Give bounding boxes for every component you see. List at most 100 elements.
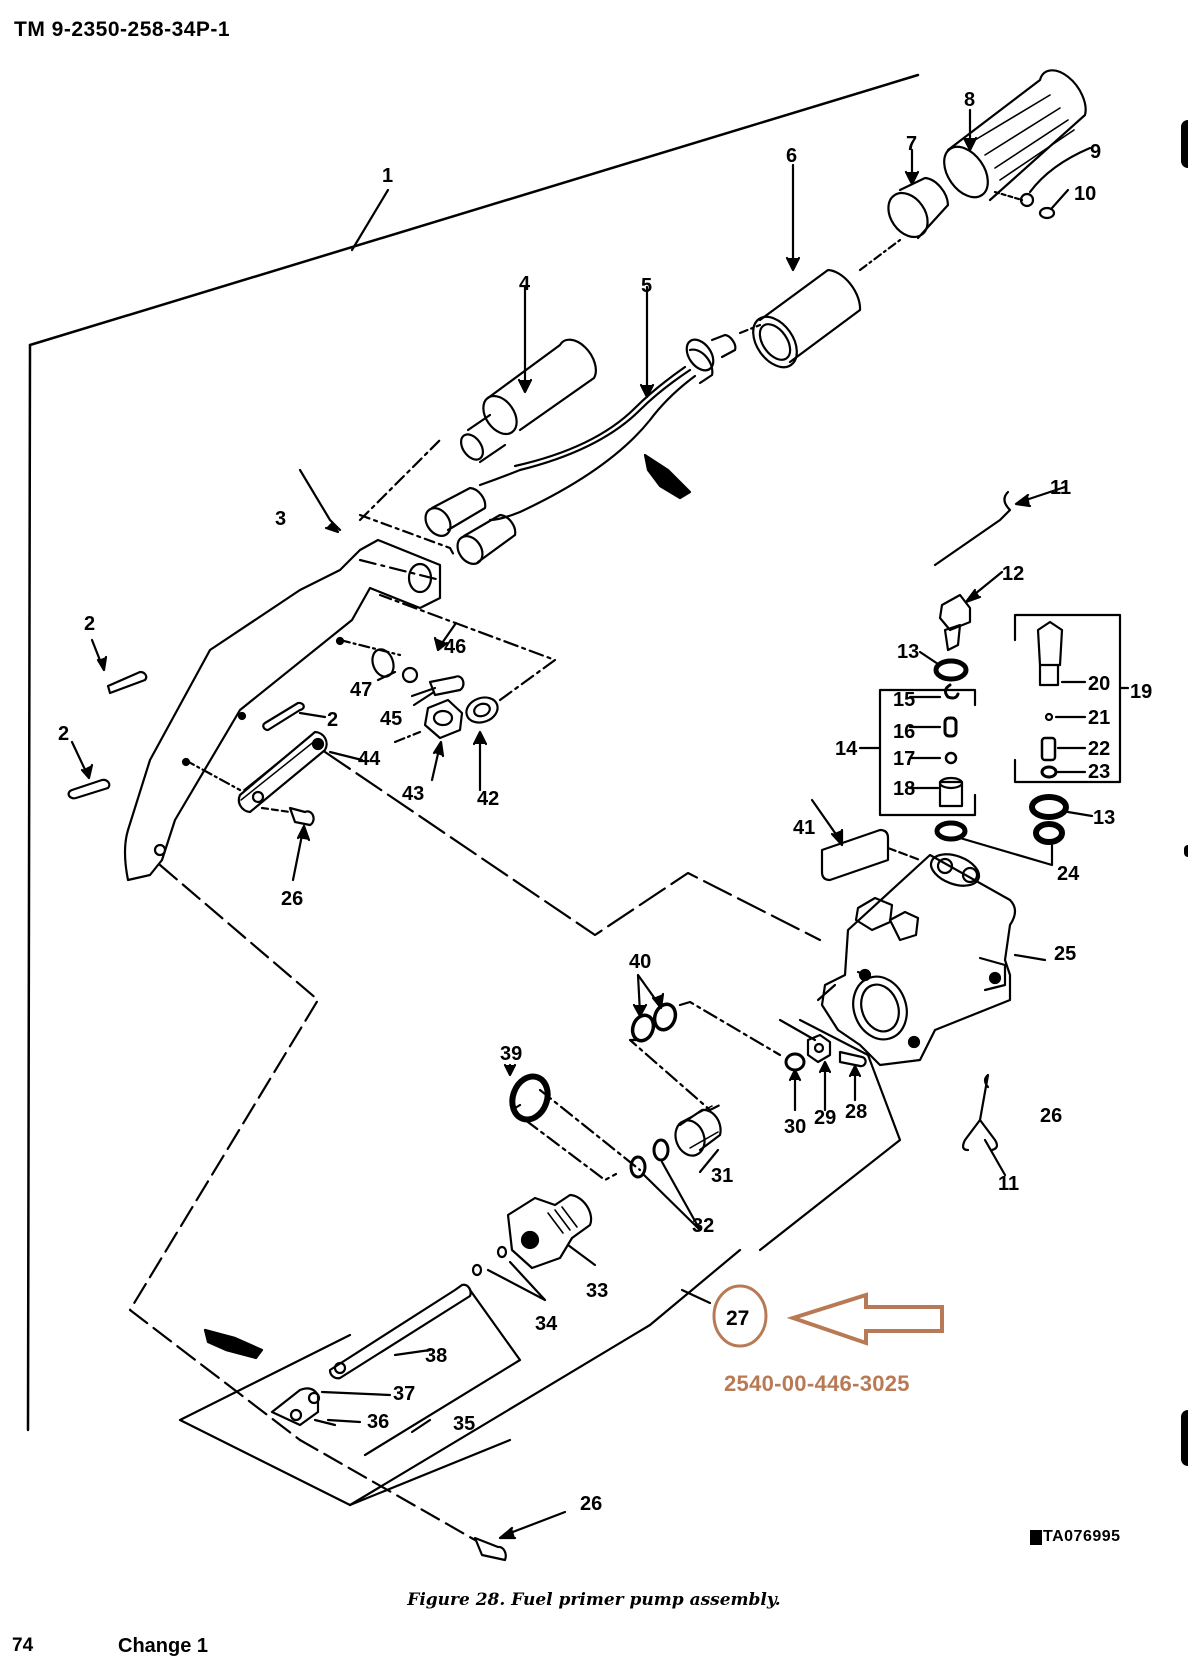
part-41-gasket [810, 798, 922, 882]
callout-28: 28 [845, 1101, 867, 1123]
callout-41: 41 [793, 817, 815, 839]
callout-47: 47 [350, 679, 372, 701]
callout-11b: 11 [998, 1173, 1019, 1195]
callout-13a: 13 [897, 641, 919, 663]
callout-34: 34 [535, 1313, 558, 1335]
callout-30: 30 [784, 1116, 806, 1138]
callout-4: 4 [519, 273, 531, 295]
part-6-sleeve [738, 163, 902, 369]
part-14-valve-group [858, 683, 977, 842]
part-9-10-washer-screw [993, 146, 1092, 220]
callout-24: 24 [1057, 863, 1080, 885]
parts-31-32-39-40 [503, 973, 782, 1232]
callout-31: 31 [711, 1165, 733, 1187]
part-2-cotter-pins [67, 638, 327, 800]
part-25-pump-body [816, 853, 1047, 1067]
change-notice: Change 1 [118, 1635, 209, 1657]
pointing-hand-icon-lower [203, 1328, 264, 1360]
callout-8: 8 [964, 89, 975, 111]
guide-connectors [358, 513, 457, 559]
callout-14: 14 [835, 738, 858, 760]
callout-26b: 26 [1040, 1105, 1062, 1127]
callout-17: 17 [893, 748, 915, 770]
nsn-part-number: 2540-00-446-3025 [724, 1371, 910, 1396]
part-7-cap [887, 148, 950, 240]
part-33-fitting [506, 1193, 597, 1270]
callout-6: 6 [786, 145, 797, 167]
part-44-link [183, 730, 364, 814]
tm-number-header: TM 9-2350-258-34P-1 [14, 18, 231, 41]
callout-23: 23 [1088, 761, 1110, 783]
callout-labels: 1 2 2 2 3 4 5 6 7 8 9 10 11 11 12 13 13 … [58, 89, 1152, 1515]
callout-16: 16 [893, 721, 915, 743]
callout-33: 33 [586, 1280, 608, 1302]
callout-42: 42 [477, 788, 499, 810]
callout-45: 45 [380, 708, 402, 730]
part-8-filter [943, 69, 1087, 202]
parts-42-to-47-hardware [338, 593, 557, 792]
part-26-pin-lower [298, 1438, 567, 1562]
binder-hole-mark-middle [1184, 845, 1188, 857]
callout-25: 25 [1054, 943, 1076, 965]
callout-26a: 26 [281, 888, 303, 910]
callout-15: 15 [893, 689, 915, 711]
highlight-circle-27 [712, 1284, 768, 1348]
callout-38: 38 [425, 1345, 447, 1367]
part-11-safety-wire [933, 485, 1067, 1177]
callout-2a: 2 [84, 613, 95, 635]
callout-37: 37 [393, 1383, 415, 1405]
callout-44: 44 [358, 748, 381, 770]
callout-leader-27 [680, 1288, 712, 1305]
callout-32: 32 [692, 1215, 714, 1237]
binder-hole-mark-bottom [1181, 1410, 1188, 1466]
part-5-cable-assembly [424, 285, 737, 565]
callout-5: 5 [641, 275, 652, 297]
callout-1: 1 [382, 165, 393, 187]
dashed-guide-left [128, 863, 320, 1442]
guide-upper [358, 558, 442, 582]
callout-29: 29 [814, 1107, 836, 1129]
callout-39: 39 [500, 1043, 522, 1065]
part-3-lever-arm [123, 468, 442, 882]
page-number: 74 [12, 1635, 34, 1656]
part-13-washer-upper [933, 658, 969, 682]
callout-leader-1 [350, 188, 390, 252]
callout-20: 20 [1088, 673, 1110, 695]
callout-46: 46 [444, 636, 466, 658]
part-4-cylinder [459, 285, 597, 464]
parts-34-to-38 [178, 1245, 742, 1507]
callout-7: 7 [906, 133, 917, 155]
callout-36: 36 [367, 1411, 389, 1433]
part-19-valve-group [958, 613, 1130, 867]
callout-2c: 2 [327, 709, 338, 731]
part-12-plug [938, 570, 1004, 652]
figure-caption: Figure 28. Fuel primer pump assembly. [407, 1590, 781, 1610]
callout-18: 18 [893, 778, 915, 800]
assembly-frame-outline [28, 73, 920, 347]
assembly-frame-left-edge [26, 343, 32, 1432]
callout-27: 27 [726, 1307, 749, 1330]
callout-12: 12 [1002, 563, 1024, 585]
highlight-arrow-icon [786, 1292, 944, 1346]
callout-35: 35 [453, 1413, 475, 1435]
callout-13b: 13 [1093, 807, 1115, 829]
callout-9: 9 [1090, 141, 1101, 163]
part-26-pin-upper [260, 806, 315, 882]
guide-44-to-pump [323, 750, 822, 942]
callout-11a: 11 [1050, 477, 1071, 499]
callout-2b: 2 [58, 723, 69, 745]
figure-id-text: TA076995 [1043, 1528, 1121, 1545]
callout-40: 40 [629, 951, 651, 973]
callout-3: 3 [275, 508, 286, 530]
callout-43: 43 [402, 783, 424, 805]
pointing-hand-icon-upper [643, 453, 692, 500]
guide-4-to-cable [358, 438, 442, 522]
figure-id-marker-icon [1030, 1529, 1042, 1545]
parts-28-29-30 [758, 1018, 902, 1252]
binder-hole-mark-top [1181, 120, 1188, 168]
callout-19: 19 [1130, 681, 1152, 703]
figure-id: TA076995 [1030, 1528, 1121, 1546]
callout-10: 10 [1074, 183, 1096, 205]
callout-22: 22 [1088, 738, 1110, 760]
